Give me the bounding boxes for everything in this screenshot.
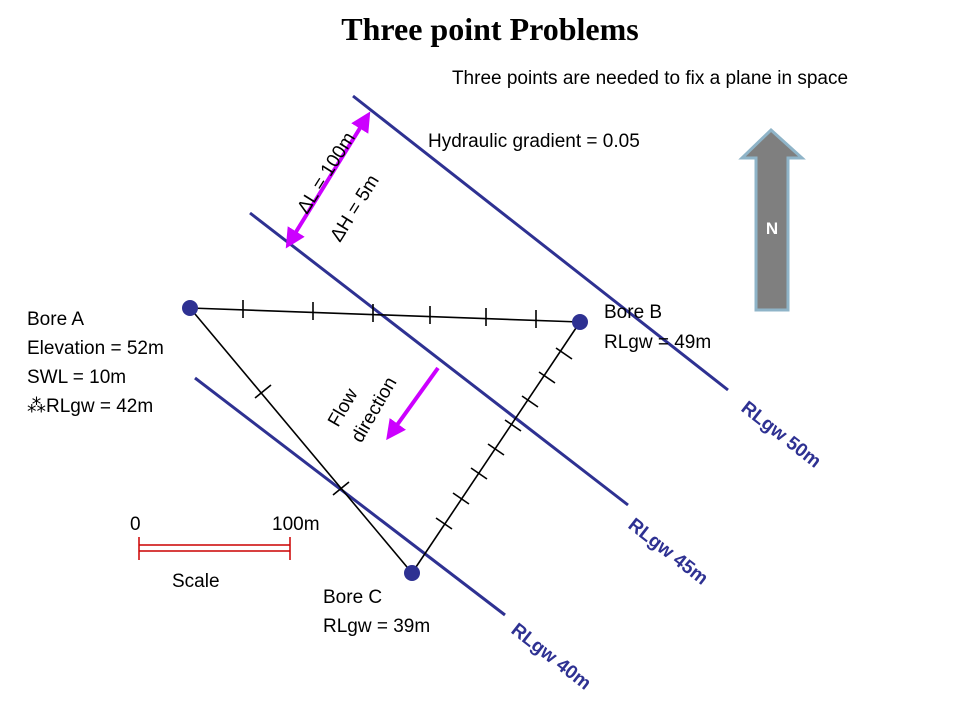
- north-arrow-icon: [738, 127, 806, 312]
- bc-ticks: [435, 347, 573, 530]
- delta-arrow: [285, 111, 371, 249]
- delta-h-label: ΔH = 5m: [326, 171, 383, 245]
- bore-b-point: [572, 314, 588, 330]
- north-label: N: [766, 219, 778, 238]
- scale-zero-label: 0: [130, 514, 141, 535]
- svg-text:RLgw = 49m: RLgw = 49m: [604, 332, 711, 353]
- contour-line-45m: [249, 211, 629, 507]
- flow-direction-label: Flow direction: [324, 374, 401, 447]
- bore-c-point: [404, 565, 420, 581]
- svg-text:⁂RLgw = 42m: ⁂RLgw = 42m: [27, 396, 153, 417]
- bore-c-label: Bore C RLgw = 39m: [323, 587, 430, 637]
- svg-text:direction: direction: [347, 374, 401, 447]
- svg-text:Elevation = 52m: Elevation = 52m: [27, 338, 164, 359]
- bore-b-label: Bore B RLgw = 49m: [604, 302, 711, 353]
- bore-a-label: Bore A Elevation = 52m SWL = 10m ⁂RLgw =…: [27, 309, 164, 417]
- flow-arrow: [386, 366, 440, 441]
- scale-bar: [138, 537, 291, 560]
- svg-text:Bore A: Bore A: [27, 309, 84, 330]
- ab-ticks: [242, 300, 537, 328]
- svg-text:Bore C: Bore C: [323, 587, 382, 608]
- hydraulic-gradient-label: Hydraulic gradient = 0.05: [428, 131, 640, 152]
- contour-line-50m: [352, 94, 729, 392]
- side-ac: [189, 307, 413, 574]
- contour-label-40m: RLgw 40m: [507, 619, 595, 694]
- scale-label: Scale: [172, 571, 220, 592]
- bore-a-point: [182, 300, 198, 316]
- contour-label-50m: RLgw 50m: [737, 397, 825, 472]
- side-bc: [411, 321, 581, 574]
- ac-ticks: [254, 384, 350, 496]
- contour-label-45m: RLgw 45m: [624, 514, 712, 589]
- svg-text:RLgw = 39m: RLgw = 39m: [323, 616, 430, 637]
- svg-text:Bore B: Bore B: [604, 302, 662, 323]
- page-title: Three point Problems: [341, 11, 638, 47]
- svg-text:SWL = 10m: SWL = 10m: [27, 367, 126, 388]
- subtitle: Three points are needed to fix a plane i…: [452, 68, 848, 89]
- scale-hundred-label: 100m: [272, 514, 320, 535]
- contour-line-40m: [194, 376, 506, 617]
- side-ab: [189, 307, 581, 323]
